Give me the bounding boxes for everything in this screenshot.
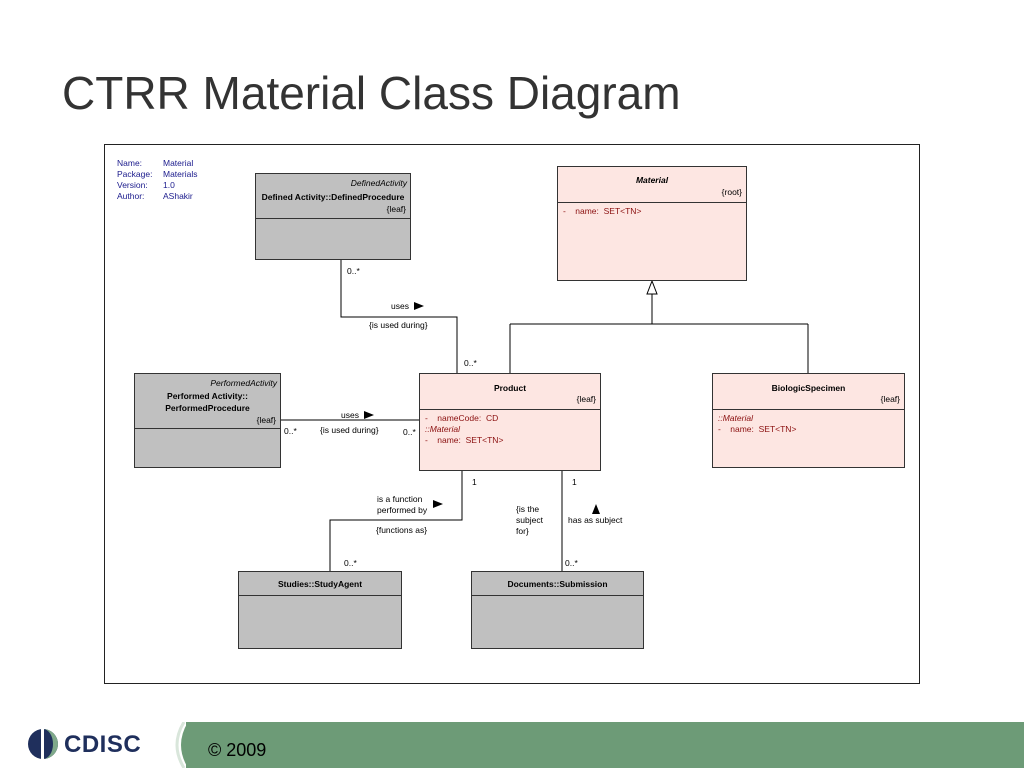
- multiplicity-label: 1: [572, 477, 577, 487]
- class-name: Defined Activity::DefinedProcedure: [261, 192, 405, 202]
- constraint-label: {is used during}: [369, 320, 428, 330]
- attribute: - name: SET<TN>: [563, 206, 642, 216]
- stereotype-label: PerformedActivity: [210, 378, 277, 388]
- class-tag: {leaf}: [576, 394, 596, 404]
- association-label: uses: [341, 410, 359, 420]
- meta-row: Version:1.0: [117, 180, 175, 190]
- multiplicity-label: 0..*: [403, 427, 416, 437]
- uses-arrow-1: [414, 302, 424, 310]
- class-product[interactable]: Product {leaf} - nameCode: CD ::Material…: [419, 373, 601, 471]
- attribute: - nameCode: CD: [425, 413, 499, 423]
- meta-row: Package:Materials: [117, 169, 198, 179]
- multiplicity-label: 0..*: [565, 558, 578, 568]
- attribute: - name: SET<TN>: [718, 424, 797, 434]
- multiplicity-label: 0..*: [347, 266, 360, 276]
- cdisc-logo-icon: [28, 729, 58, 759]
- page-title: CTRR Material Class Diagram: [62, 67, 681, 119]
- class-name: Product: [493, 383, 527, 393]
- inherited-from: ::Material: [425, 424, 460, 434]
- stereotype-label: DefinedActivity: [350, 178, 407, 188]
- class-name: Material: [635, 175, 669, 185]
- constraint-label-line1: {is the: [516, 504, 540, 514]
- meta-row: Author:AShakir: [117, 191, 193, 201]
- association-label: has as subject: [568, 515, 623, 525]
- constraint-label-line3: for}: [516, 526, 529, 536]
- copyright-text: © 2009: [208, 740, 267, 760]
- meta-row: Name:Material: [117, 158, 194, 168]
- class-tag: {root}: [721, 187, 742, 197]
- class-attributes: - nameCode: CD ::Material - name: SET<TN…: [420, 410, 600, 449]
- subject-arrow: [592, 504, 600, 514]
- footer-bar: [186, 722, 1024, 768]
- generalization-arrowhead: [646, 279, 658, 295]
- class-name-line1: Performed Activity::: [167, 391, 248, 401]
- constraint-label: {functions as}: [376, 525, 428, 535]
- association-label: uses: [391, 301, 409, 311]
- class-material[interactable]: Material {root} - name: SET<TN>: [557, 166, 747, 281]
- inherited-from: ::Material: [718, 413, 753, 423]
- multiplicity-label: 0..*: [284, 426, 297, 436]
- class-name-line2: PerformedProcedure: [165, 403, 250, 413]
- function-association: [329, 470, 463, 571]
- class-attributes: - name: SET<TN>: [558, 203, 746, 220]
- class-name: BiologicSpecimen: [771, 383, 846, 393]
- multiplicity-label: 0..*: [464, 358, 477, 368]
- constraint-label: {is used during}: [320, 425, 379, 435]
- multiplicity-label: 1: [472, 477, 477, 487]
- diagram-metadata: Name:Material Package:Materials Version:…: [117, 158, 197, 202]
- class-name: Documents::Submission: [507, 579, 608, 589]
- class-submission[interactable]: Documents::Submission: [471, 571, 644, 649]
- attribute: - name: SET<TN>: [425, 435, 504, 445]
- class-study-agent[interactable]: Studies::StudyAgent: [238, 571, 402, 649]
- class-defined-activity[interactable]: DefinedActivity Defined Activity::Define…: [255, 173, 411, 260]
- class-tag: {leaf}: [880, 394, 900, 404]
- cdisc-logo-text: CDISC: [64, 731, 142, 758]
- uses-association-defined: [340, 260, 458, 373]
- association-label-line2: performed by: [377, 505, 428, 515]
- class-attributes: ::Material - name: SET<TN>: [713, 410, 904, 438]
- uses-arrow-2: [364, 411, 374, 419]
- multiplicity-label: 0..*: [344, 558, 357, 568]
- association-label-line1: is a function: [377, 494, 423, 504]
- class-tag: {leaf}: [386, 204, 406, 214]
- class-performed-activity[interactable]: PerformedActivity Performed Activity:: P…: [134, 373, 281, 468]
- class-tag: {leaf}: [256, 415, 276, 425]
- class-name: Studies::StudyAgent: [277, 579, 363, 589]
- class-biologic-specimen[interactable]: BiologicSpecimen {leaf} ::Material - nam…: [712, 373, 905, 468]
- constraint-label-line2: subject: [516, 515, 543, 525]
- function-arrow: [433, 500, 443, 508]
